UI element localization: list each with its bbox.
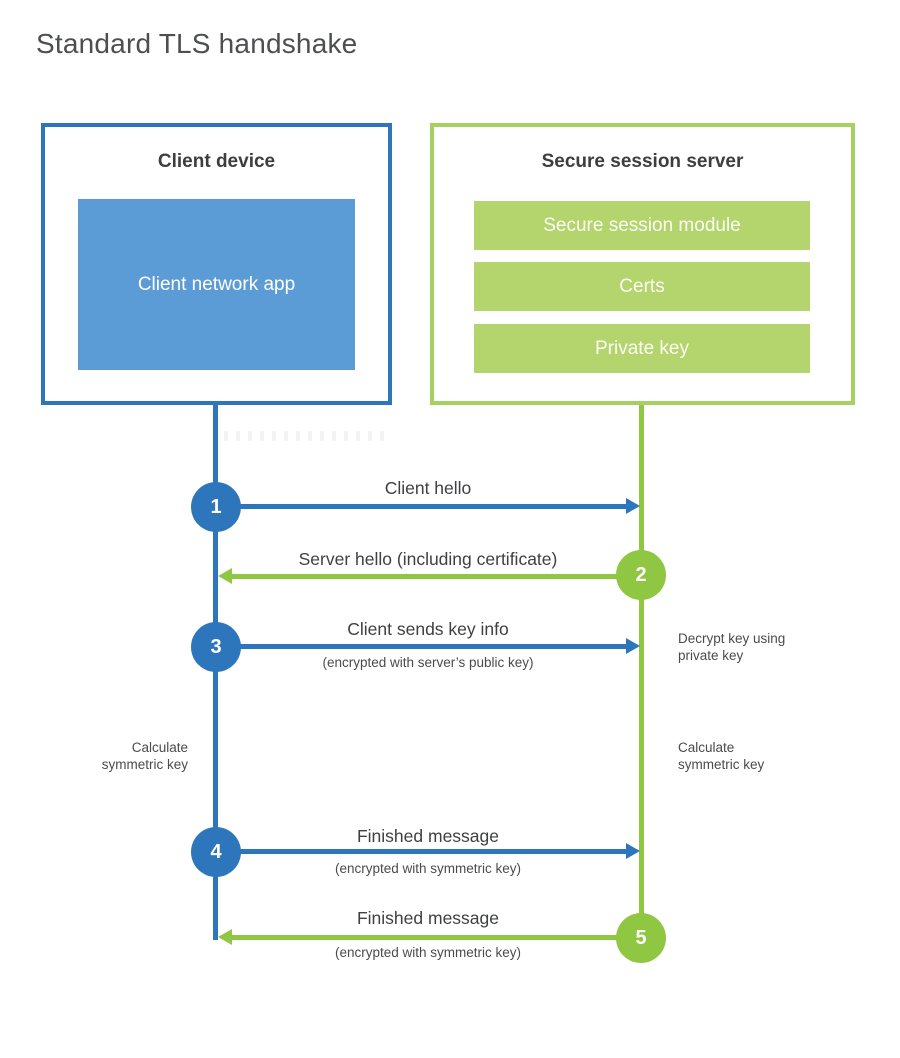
calc-right-line2: symmetric key	[678, 757, 765, 772]
faint-dashed-line	[224, 431, 388, 441]
server-module-label: Certs	[619, 275, 665, 297]
calc-right-line1: Calculate	[678, 740, 735, 755]
client-device-title: Client device	[157, 151, 276, 172]
step4-label: Finished message	[356, 826, 500, 846]
calc-left-line1: Calculate	[131, 740, 188, 755]
decrypt-key-annotation: Decrypt key using private key	[678, 630, 785, 664]
calc-symmetric-key-right-annotation: Calculate symmetric key	[678, 739, 764, 773]
client-network-app-box: Client network app	[78, 199, 355, 370]
step1-label: Client hello	[384, 478, 472, 498]
step5-sublabel: (encrypted with symmetric key)	[334, 945, 522, 960]
step2-label: Server hello (including certificate)	[298, 549, 558, 569]
step4-arrow-right	[216, 843, 640, 859]
client-network-app-label: Client network app	[137, 273, 296, 295]
client-device-box: Client device Client network app	[41, 123, 392, 405]
step2-circle: 2	[616, 550, 666, 600]
step1-arrow-right	[216, 498, 640, 514]
step2-number: 2	[635, 563, 647, 586]
secure-session-server-box: Secure session server Secure session mod…	[430, 123, 855, 405]
step4-number: 4	[210, 840, 222, 863]
step5-label: Finished message	[356, 908, 500, 928]
calc-left-line2: symmetric key	[101, 757, 188, 772]
decrypt-key-line1: Decrypt key using	[678, 631, 786, 646]
decrypt-key-line2: private key	[678, 648, 744, 663]
server-module-secure-session: Secure session module	[474, 201, 810, 250]
page-title: Standard TLS handshake	[36, 28, 358, 59]
server-module-label: Secure session module	[543, 214, 741, 236]
server-module-label: Private key	[595, 337, 689, 359]
step3-label: Client sends key info	[347, 619, 509, 639]
step5-number: 5	[635, 926, 647, 949]
server-lifeline	[639, 405, 644, 942]
server-module-private-key: Private key	[474, 324, 810, 373]
step4-circle: 4	[191, 827, 241, 877]
step5-circle: 5	[616, 913, 666, 963]
arrowhead-left-icon	[218, 568, 232, 584]
step3-sublabel: (encrypted with server’s public key)	[322, 655, 534, 670]
step2-arrow-left	[218, 568, 641, 584]
arrowhead-right-icon	[626, 843, 640, 859]
step1-number: 1	[210, 495, 222, 518]
arrowhead-left-icon	[218, 929, 232, 945]
step3-circle: 3	[191, 622, 241, 672]
secure-session-server-title: Secure session server	[541, 151, 744, 172]
arrowhead-right-icon	[626, 638, 640, 654]
server-module-certs: Certs	[474, 262, 810, 311]
step3-number: 3	[210, 635, 222, 658]
arrowhead-right-icon	[626, 498, 640, 514]
calc-symmetric-key-left-annotation: Calculate symmetric key	[68, 739, 188, 773]
step3-arrow-right	[216, 638, 640, 654]
step4-sublabel: (encrypted with symmetric key)	[334, 861, 522, 876]
step5-arrow-left	[218, 929, 641, 945]
step1-circle: 1	[191, 482, 241, 532]
client-lifeline	[213, 405, 218, 940]
